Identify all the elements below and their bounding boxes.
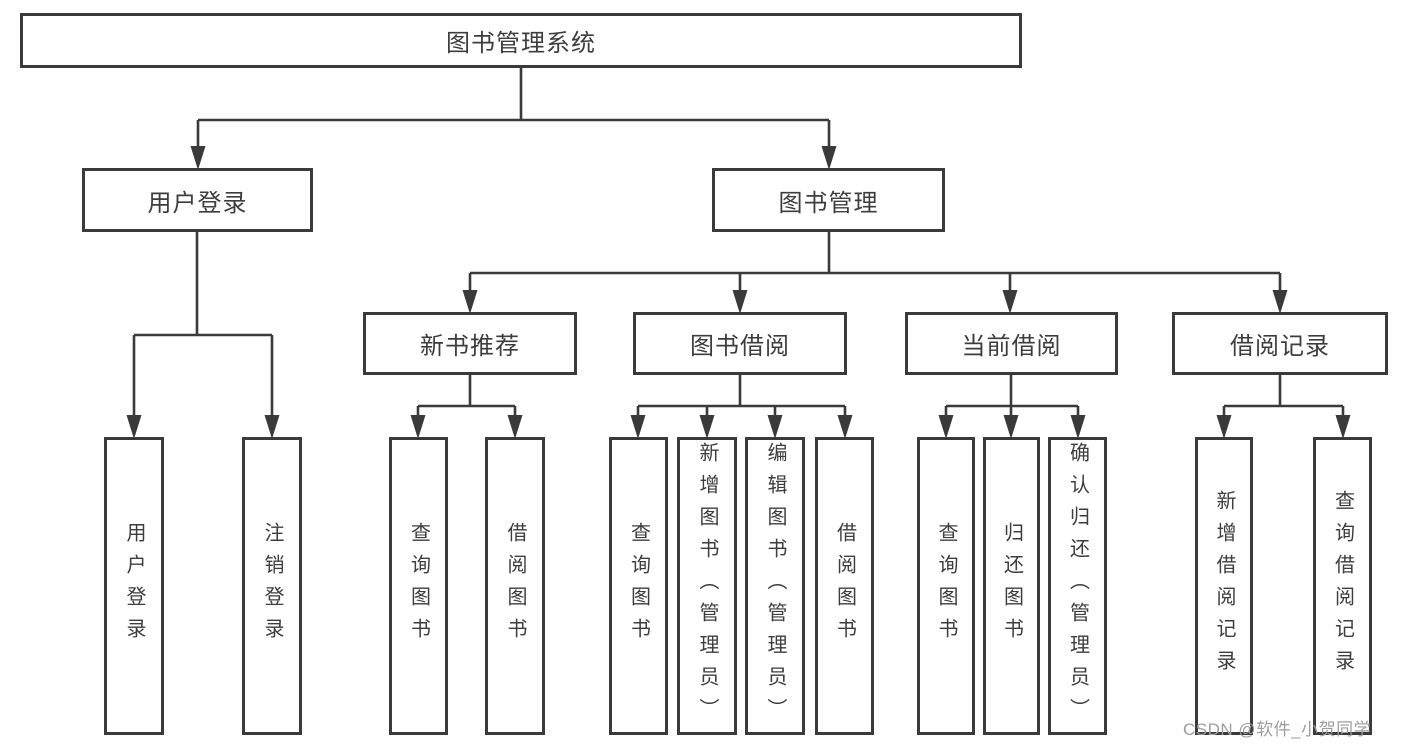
node-book-borrow-label: 图书借阅 [690, 333, 790, 360]
leaf-newrec-borrow-books: 借阅图书 [485, 437, 545, 735]
node-borrow-records-label: 借阅记录 [1230, 333, 1330, 360]
leaf-label: 借阅图书 [833, 522, 856, 650]
node-book-borrow: 图书借阅 [633, 312, 847, 375]
leaf-logout: 注销登录 [242, 437, 302, 735]
leaf-label: 查询借阅记录 [1331, 490, 1354, 682]
node-new-book-recommend: 新书推荐 [363, 312, 577, 375]
leaf-label: 编辑图书（管理员） [764, 442, 786, 730]
node-root-label: 图书管理系统 [446, 30, 596, 57]
leaf-borrow-edit-books-admin: 编辑图书（管理员） [745, 437, 805, 735]
node-borrow-records: 借阅记录 [1172, 312, 1388, 375]
leaf-label: 新增图书（管理员） [696, 442, 718, 730]
leaf-label: 注销登录 [261, 522, 283, 650]
node-current-borrow: 当前借阅 [905, 312, 1118, 375]
leaf-label: 新增借阅记录 [1213, 490, 1235, 682]
leaf-label: 归还图书 [1000, 522, 1023, 650]
node-user-login-label: 用户登录 [147, 189, 248, 217]
leaf-label: 用户登录 [123, 522, 145, 650]
node-new-book-recommend-label: 新书推荐 [420, 333, 520, 360]
leaf-user-login: 用户登录 [104, 437, 164, 735]
leaf-borrow-add-books-admin: 新增图书（管理员） [677, 437, 737, 735]
leaf-borrow-borrow-books: 借阅图书 [815, 437, 874, 735]
node-book-management-label: 图书管理 [778, 189, 879, 217]
node-book-management: 图书管理 [712, 168, 945, 232]
node-user-login: 用户登录 [82, 168, 313, 232]
node-current-borrow-label: 当前借阅 [961, 333, 1062, 360]
leaf-records-add-record: 新增借阅记录 [1195, 437, 1253, 735]
leaf-label: 查询图书 [407, 522, 430, 650]
leaf-records-query-record: 查询借阅记录 [1313, 437, 1372, 735]
watermark: CSDN @软件_小贺同学 [1183, 720, 1372, 739]
leaf-current-return-books: 归还图书 [983, 437, 1040, 735]
leaf-borrow-query-books: 查询图书 [609, 437, 668, 735]
leaf-label: 查询图书 [627, 522, 650, 650]
leaf-newrec-query-books: 查询图书 [389, 437, 448, 735]
leaf-label: 借阅图书 [504, 522, 526, 650]
leaf-label: 查询图书 [935, 522, 957, 650]
node-root: 图书管理系统 [20, 13, 1022, 68]
leaf-label: 确认归还（管理员） [1066, 442, 1089, 730]
leaf-current-query-books: 查询图书 [917, 437, 975, 735]
leaf-current-confirm-return-admin: 确认归还（管理员） [1048, 437, 1107, 735]
